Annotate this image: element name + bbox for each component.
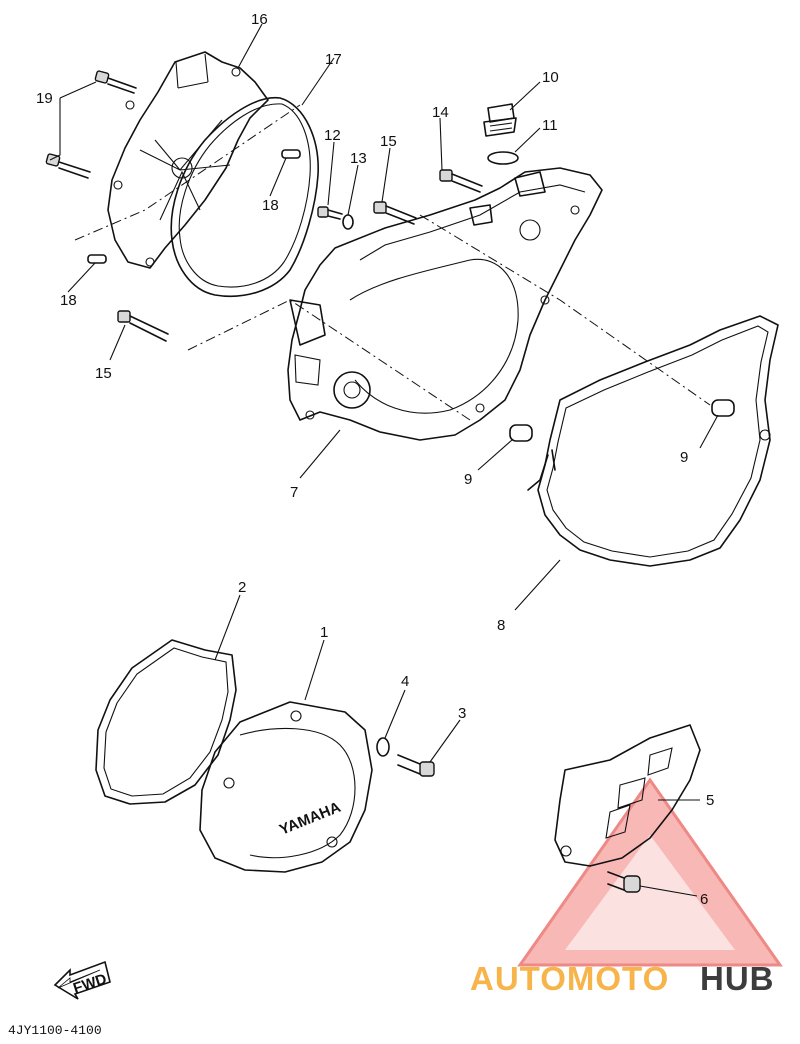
part-9-dowel-a <box>509 424 533 442</box>
part-12-bolt <box>317 206 343 220</box>
cover-brand-text: YAMAHA <box>277 799 343 839</box>
part-1-generator-cover: YAMAHA <box>199 701 373 873</box>
part-3-bolt <box>397 754 435 777</box>
part-4-washer <box>376 737 390 757</box>
callout-13: 13 <box>350 150 367 167</box>
callouts: 16 17 19 18 18 12 13 15 14 10 11 15 7 9 … <box>36 11 714 908</box>
callout-19: 19 <box>36 90 53 107</box>
part-17-gasket <box>170 97 319 298</box>
part-9-dowel-b <box>711 399 735 417</box>
callout-7: 7 <box>290 484 298 501</box>
callout-16: 16 <box>251 11 268 28</box>
callout-10: 10 <box>542 69 559 86</box>
part-7-crankcase-cover <box>287 167 603 441</box>
part-16-clutch-cover <box>107 51 269 269</box>
watermark-text-a: AUTOMOTO <box>470 960 669 997</box>
callout-11: 11 <box>542 117 558 134</box>
part-8-gasket <box>527 315 779 567</box>
callout-5: 5 <box>706 792 714 809</box>
watermark-text-b: HUB <box>700 960 775 997</box>
callout-18-lower: 18 <box>60 292 77 309</box>
part-15-bolt-lower <box>117 310 169 342</box>
part-2-gasket <box>95 639 237 805</box>
fwd-arrow-icon: FWD <box>53 960 111 1000</box>
callout-3: 3 <box>458 705 466 722</box>
part-6-bolt <box>607 871 641 893</box>
callout-15-upper: 15 <box>380 133 397 150</box>
leader-lines <box>49 23 719 897</box>
part-10-oil-filler-plug <box>483 103 517 137</box>
callout-14: 14 <box>432 104 449 121</box>
callout-17: 17 <box>325 51 342 68</box>
callout-2: 2 <box>238 579 246 596</box>
callout-8: 8 <box>497 617 505 634</box>
part-11-o-ring <box>487 151 519 165</box>
part-13-washer <box>342 214 354 230</box>
part-18-dowel-pins <box>87 149 301 264</box>
alignment-lines <box>74 104 711 421</box>
drawing-code: 4JY1100-4100 <box>8 1023 102 1038</box>
callout-18-upper: 18 <box>262 197 279 214</box>
part-15-bolt-upper <box>373 201 417 225</box>
callout-9-right: 9 <box>680 449 688 466</box>
part-19-bolts <box>45 70 137 179</box>
callout-6: 6 <box>700 891 708 908</box>
callout-12: 12 <box>324 127 341 144</box>
callout-1: 1 <box>320 624 328 641</box>
part-14-bolt <box>439 169 483 193</box>
callout-15-lower: 15 <box>95 365 112 382</box>
callout-4: 4 <box>401 673 409 690</box>
watermark-logo: AUTOMOTO HUB <box>470 960 775 997</box>
callout-9-left: 9 <box>464 471 472 488</box>
part-5-guide-plate <box>554 724 701 867</box>
watermark-triangle-icon <box>517 777 783 967</box>
